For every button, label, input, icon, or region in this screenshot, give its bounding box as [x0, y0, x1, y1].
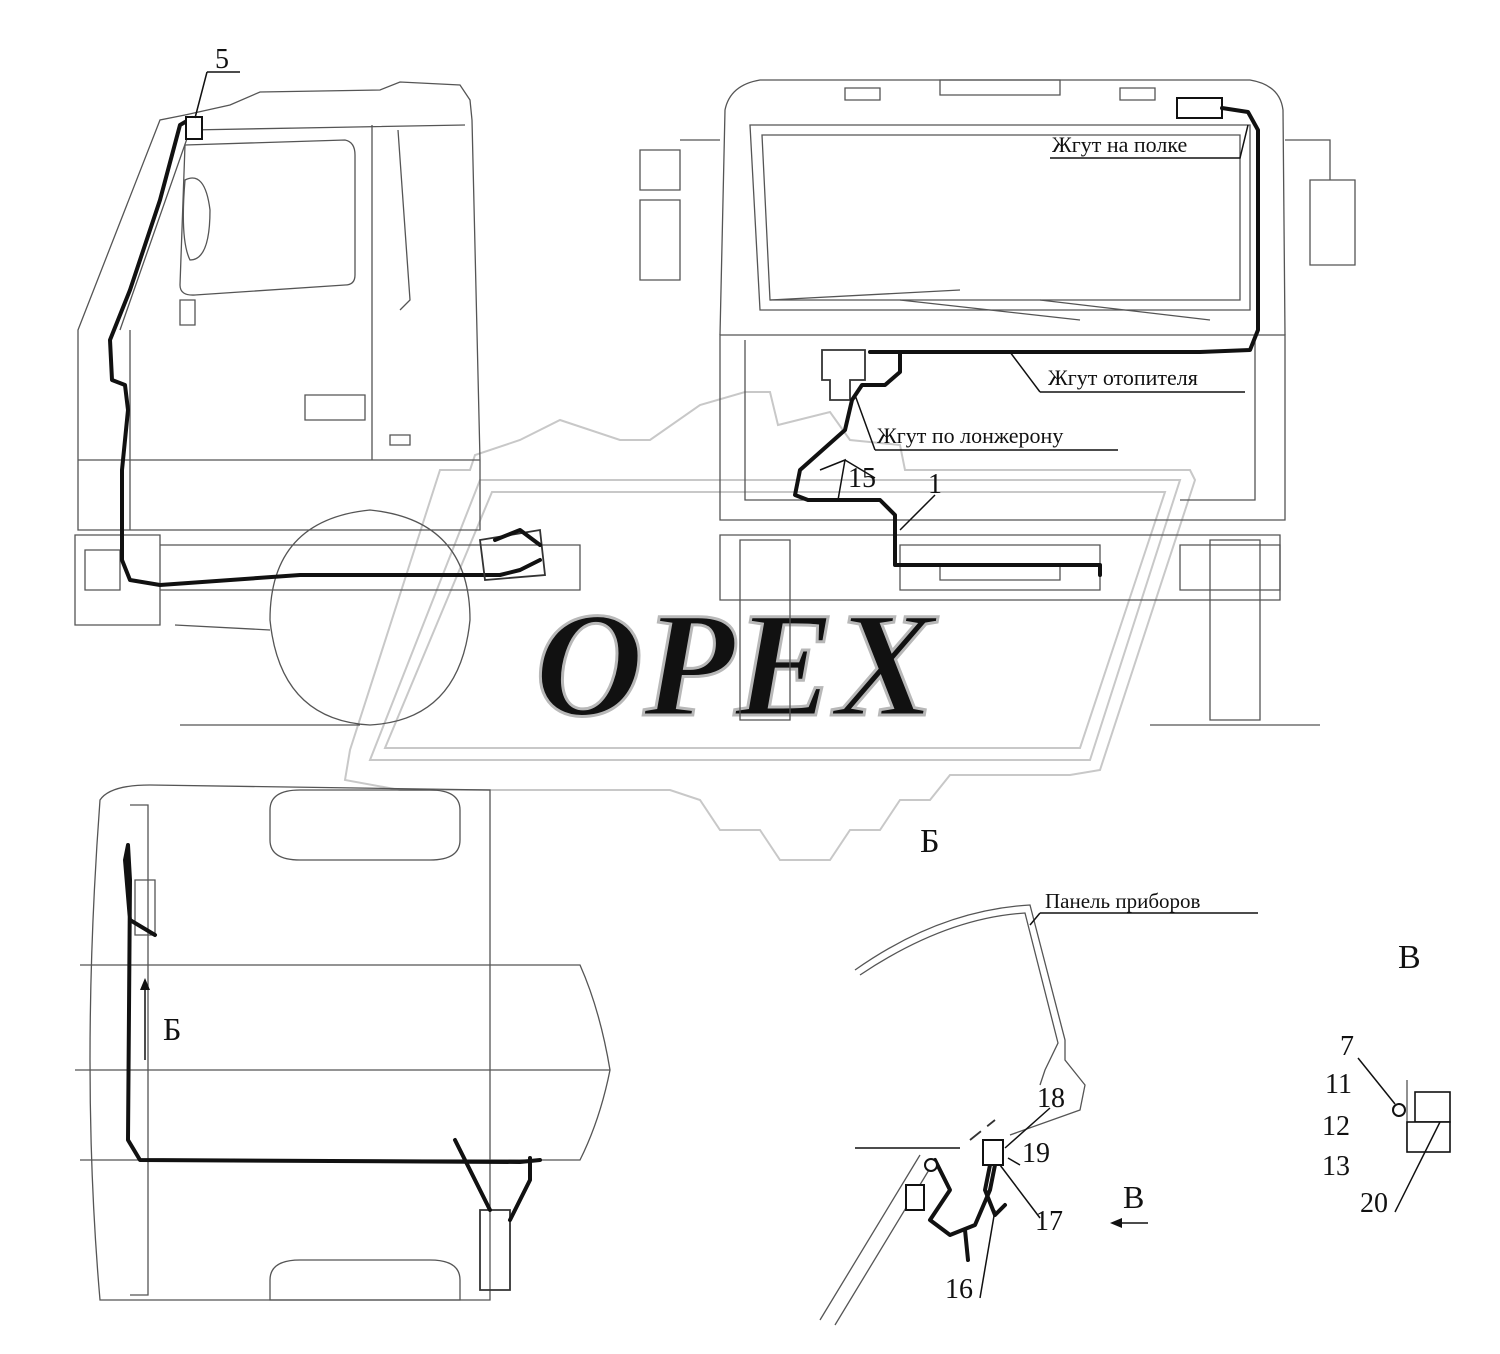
- callout-5: 5: [215, 44, 229, 75]
- callout-7: 7: [1340, 1031, 1354, 1062]
- label-shelf-harness: Жгут на полке: [1052, 132, 1187, 157]
- view-labels: Б Б В В: [163, 823, 1421, 1215]
- harness-labels: Жгут на полке Жгут отопителя Жгут по лон…: [877, 132, 1201, 913]
- shelf-unit-side: [185, 116, 203, 140]
- callout-19: 19: [1022, 1138, 1050, 1169]
- cab-side-view: [74, 81, 581, 726]
- cab-front-view: [639, 79, 1356, 726]
- label-heater-harness: Жгут отопителя: [1048, 365, 1198, 390]
- callout-1: 1: [928, 469, 942, 500]
- label-instrument-panel: Панель приборов: [1045, 889, 1201, 913]
- label-spar-harness: Жгут по лонжерону: [877, 423, 1063, 448]
- dashboard-detail: [819, 904, 1148, 1326]
- view-label-v: В: [1398, 939, 1421, 976]
- callout-11: 11: [1325, 1069, 1352, 1100]
- front-harness-cable: [793, 97, 1260, 577]
- view-v-detail: [1392, 1080, 1451, 1153]
- chassis-top-view: [75, 784, 611, 1301]
- top-harness-cable: [123, 843, 542, 1222]
- callout-17: 17: [1035, 1206, 1063, 1237]
- callout-numbers: 5 15 1 18 19 17 16 7 11 12 13 20: [215, 44, 1388, 1305]
- side-harness-cable: [108, 116, 546, 587]
- watermark-text: OPEX: [535, 582, 939, 748]
- callout-16: 16: [945, 1274, 973, 1305]
- leader-lines: [194, 71, 1441, 1299]
- view-label-b: Б: [920, 823, 940, 860]
- callout-12: 12: [1322, 1111, 1350, 1142]
- callout-18: 18: [1037, 1083, 1065, 1114]
- callout-13: 13: [1322, 1151, 1350, 1182]
- shelf-unit-front: [1176, 97, 1223, 119]
- callout-20: 20: [1360, 1188, 1388, 1219]
- callout-15: 15: [848, 463, 876, 494]
- watermark-logo: OPEX: [343, 391, 1197, 861]
- view-arrow-label-v: В: [1123, 1179, 1144, 1215]
- view-arrow-label-b: Б: [163, 1011, 181, 1047]
